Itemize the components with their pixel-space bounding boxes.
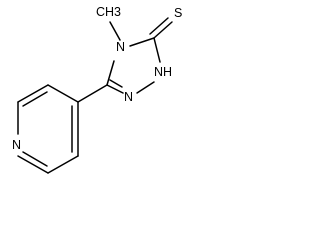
bond-c5-n4 [106, 60, 115, 86]
bond-c3-s-outer [153, 21, 173, 39]
bond-n4-methyl [109, 21, 121, 41]
bond-py-n-c6-inner [22, 151, 48, 167]
pyridine-ring [17, 84, 79, 174]
bond-n1-c5 [106, 84, 124, 94]
bond-n4-c3 [129, 37, 155, 47]
bond-py-c4-c3 [47, 84, 79, 103]
atom-label-ring-nitrogen-4: N [116, 40, 125, 54]
atom-label-pyridine-nitrogen: N [12, 138, 21, 152]
bond-pyridine-triazole [77, 84, 108, 103]
bond-py-c3-c2-inner [22, 91, 48, 107]
atom-label-methyl: CH3 [96, 5, 121, 19]
bond-py-c6-c5 [47, 155, 79, 174]
bond-n2-n1 [136, 81, 155, 94]
bond-py-n-c6 [17, 155, 49, 174]
atom-label-thione-sulfur: S [174, 6, 182, 20]
triazole-ring [106, 37, 161, 94]
chemical-structure-diagram: N CH3 N S NH N [12, 5, 182, 174]
bond-py-c3-c2 [17, 84, 49, 103]
bond-n1-c5-inner [109, 79, 123, 88]
bond-c3-s-inner [149, 17, 169, 35]
atom-label-ring-nitrogen-1: N [124, 90, 133, 104]
atom-label-ring-nh: NH [154, 65, 172, 79]
bond-c3-n2 [153, 37, 161, 63]
